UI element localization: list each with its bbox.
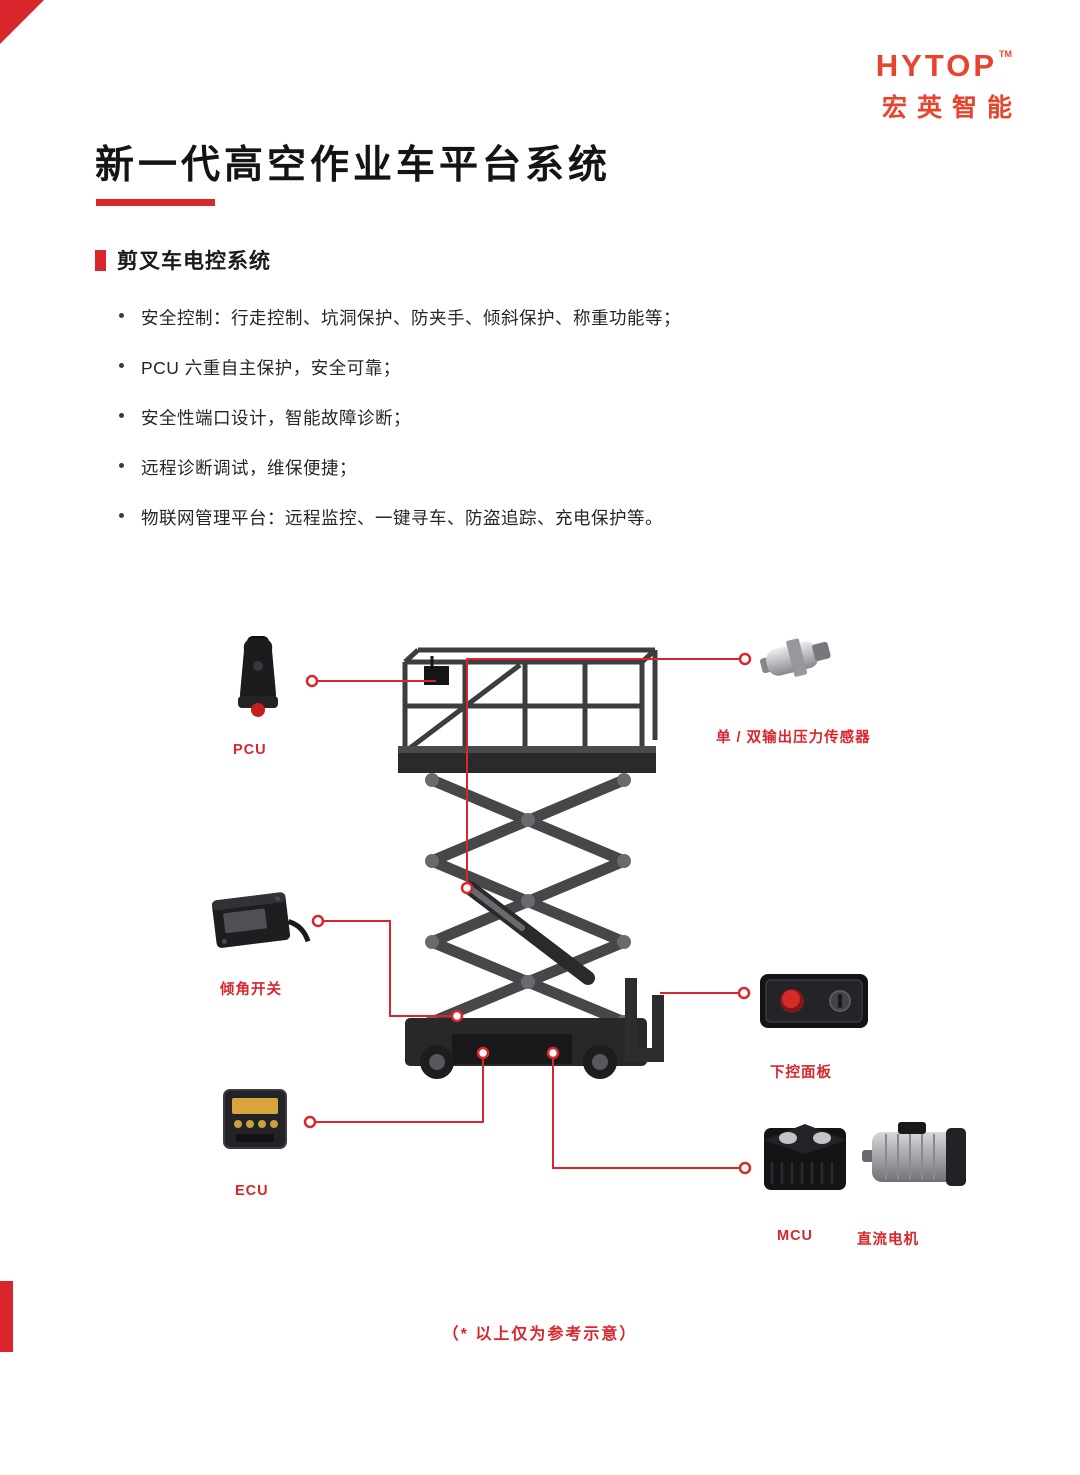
bullet-dot xyxy=(119,513,124,518)
bullet-dot xyxy=(119,463,124,468)
left-red-bar-decoration xyxy=(0,1281,13,1352)
feature-bullet: 物联网管理平台：远程监控、一键寻车、防盗追踪、充电保护等。 xyxy=(119,505,879,530)
feature-bullet: 安全控制：行走控制、坑洞保护、防夹手、倾斜保护、称重功能等； xyxy=(119,305,879,330)
section-heading-text: 剪叉车电控系统 xyxy=(117,250,271,273)
ecu-label: ECU xyxy=(235,1183,269,1199)
pcu-label: PCU xyxy=(233,742,267,758)
bullet-text: 远程诊断调试，维保便捷； xyxy=(141,458,357,478)
title-underline xyxy=(96,199,215,206)
bullet-dot xyxy=(119,363,124,368)
bullet-text: 安全控制：行走控制、坑洞保护、防夹手、倾斜保护、称重功能等； xyxy=(141,308,681,328)
bullet-dot xyxy=(119,413,124,418)
mcu-label: MCU xyxy=(777,1228,814,1244)
dc-motor-label: 直流电机 xyxy=(857,1232,919,1248)
bullet-dot xyxy=(119,313,124,318)
bullet-text: 安全性端口设计，智能故障诊断； xyxy=(141,408,411,428)
bullet-text: 物联网管理平台：远程监控、一键寻车、防盗追踪、充电保护等。 xyxy=(141,508,663,528)
feature-bullet-list: 安全控制：行走控制、坑洞保护、防夹手、倾斜保护、称重功能等； PCU 六重自主保… xyxy=(119,305,879,555)
mcu-illustration xyxy=(764,1124,846,1190)
logo-subtitle: 宏英智能 xyxy=(881,94,1022,122)
lower-control-panel-illustration xyxy=(760,974,868,1028)
callout-lines xyxy=(315,658,740,1169)
tilt-switch-illustration xyxy=(211,892,311,948)
feature-bullet: PCU 六重自主保护，安全可靠； xyxy=(119,355,879,380)
callout-dots xyxy=(303,652,752,1175)
section-marker-square xyxy=(95,249,106,271)
lower-control-panel-label: 下控面板 xyxy=(770,1065,832,1081)
pcu-illustration xyxy=(238,636,278,717)
feature-bullet: 安全性端口设计，智能故障诊断； xyxy=(119,405,879,430)
section-heading: 剪叉车电控系统 xyxy=(95,245,271,275)
pressure-sensor-label: 单 / 双输出压力传感器 xyxy=(716,730,871,746)
corner-triangle-decoration xyxy=(0,0,44,44)
logo-text: HYTOP xyxy=(875,48,997,83)
scissor-lift-illustration xyxy=(398,647,664,1079)
dc-motor-illustration xyxy=(862,1122,966,1186)
bullet-text: PCU 六重自主保护，安全可靠； xyxy=(141,358,401,378)
page-title: 新一代高空作业车平台系统 xyxy=(95,144,612,187)
feature-bullet: 远程诊断调试，维保便捷； xyxy=(119,455,879,480)
reference-footnote: （* 以上仅为参考示意） xyxy=(442,1326,638,1343)
ecu-illustration xyxy=(223,1089,287,1149)
tilt-switch-label: 倾角开关 xyxy=(220,982,282,998)
logo-tm-mark: TM xyxy=(999,49,1012,59)
pressure-sensor-illustration xyxy=(760,638,831,677)
